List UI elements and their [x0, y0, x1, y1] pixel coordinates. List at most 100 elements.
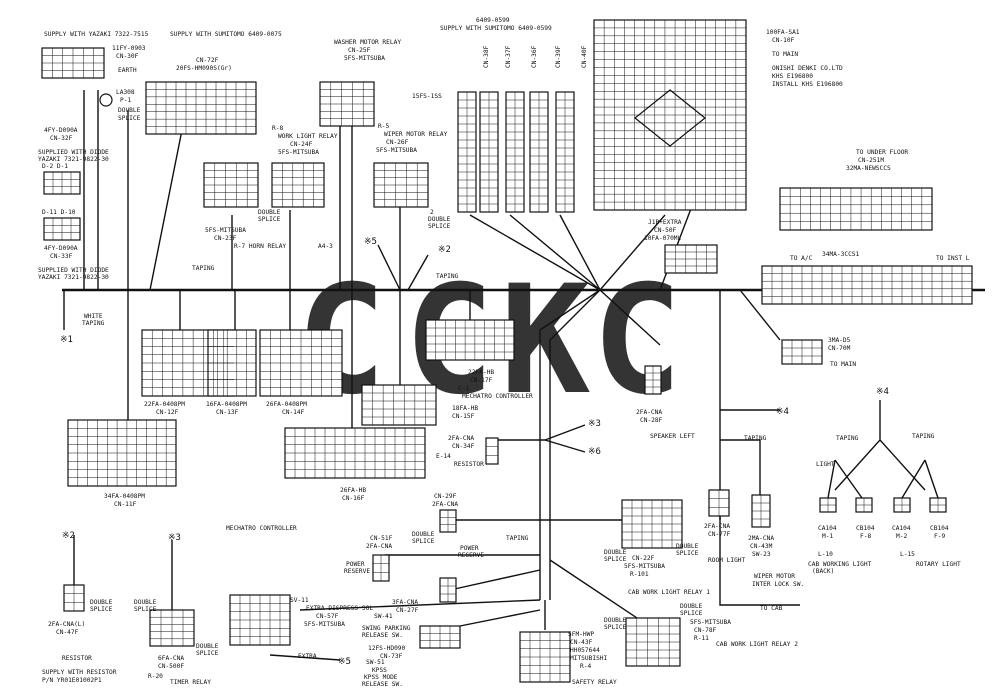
- label-cn28f: CN-28F: [640, 417, 663, 424]
- label-r5: R-5: [378, 123, 389, 130]
- label-double-splice-5b: SPLICE: [676, 550, 699, 557]
- label-ref6: ※6: [588, 447, 601, 457]
- label-install-khs: INSTALL KHS E196800: [772, 81, 843, 88]
- label-double-splice-11: DOUBLE: [196, 643, 219, 650]
- label-cn73f: CN-73F: [380, 653, 403, 660]
- label-to-cab: TO CAB: [760, 605, 783, 612]
- label-safety-relay: SAFETY RELAY: [572, 679, 617, 686]
- label-to-ac: TO A/C: [790, 255, 813, 262]
- label-taping-6: TAPING: [506, 535, 529, 542]
- label-sv11: SV-11: [290, 597, 309, 604]
- wire-cn43m: [720, 439, 761, 495]
- label-cn32f-part: 4FY-D090A: [44, 127, 78, 134]
- label-hh: HH057644: [570, 647, 600, 654]
- label-cn40f: CN-40F: [581, 45, 588, 68]
- label-work-light-relay: WORK LIGHT RELAY: [278, 133, 338, 140]
- label-cn24f-part: 5FS-MITSUBA: [278, 149, 319, 156]
- label-cn22f-part: 5FS-MITSUBA: [624, 563, 665, 570]
- label-double-splice-2b: SPLICE: [258, 216, 281, 223]
- label-cn50f-part: 10FA-070ML: [644, 235, 682, 242]
- label-double-splice-4: DOUBLE: [604, 549, 627, 556]
- label-cn11f-part: 34FA-0408PM: [104, 493, 145, 500]
- label-sw41: SW-41: [374, 613, 393, 620]
- label-ref4b: ※4: [876, 387, 889, 397]
- label-double-splice-3c: SPLICE: [428, 223, 451, 230]
- label-r20: R-20: [148, 673, 163, 680]
- label-cn15f-part: 18FA-HB: [452, 405, 478, 412]
- label-double-splice-11b: SPLICE: [196, 650, 219, 657]
- label-cn57f: CN-57F: [316, 613, 339, 620]
- label-cn17f: CN-17F: [470, 377, 493, 384]
- label-a4-3: A4-3: [318, 243, 333, 250]
- label-double-splice-8: DOUBLE: [412, 531, 435, 538]
- wire-cab-lights: [834, 400, 926, 491]
- label-double-splice-2: DOUBLE: [258, 209, 281, 216]
- label-m1: M-1: [822, 533, 833, 540]
- label-cn78f: CN-78F: [694, 627, 717, 634]
- label-cn70m: CN-70M: [828, 345, 851, 352]
- label-cn26f-part: 5FS-MITSUBA: [376, 147, 417, 154]
- wire-down-2: [549, 289, 601, 600]
- label-cn25f: CN-25F: [348, 47, 371, 54]
- label-wiper-interlock: WIPER MOTOR: [754, 573, 795, 580]
- label-room-light: ROOM LIGHT: [708, 557, 746, 564]
- label-cn73f-part: 12FS-HD090: [368, 645, 406, 652]
- label-to-main-1: TO MAIN: [772, 51, 798, 58]
- wire-cn72f: [149, 129, 183, 291]
- label-r4: R-4: [580, 663, 591, 670]
- splice-p1: [99, 93, 113, 107]
- label-taping-2: TAPING: [436, 273, 459, 280]
- label-double-splice-3b: DOUBLE: [428, 216, 451, 223]
- label-cn28f-part: 2FA-CNA: [636, 409, 662, 416]
- label-cn51f-part: 2FA-CNA: [366, 543, 392, 550]
- label-resistor-2: RESISTOR: [62, 655, 92, 662]
- label-cn15f: CN-15F: [452, 413, 475, 420]
- wire-speaker: [599, 289, 661, 346]
- label-l15: L-15: [900, 551, 915, 558]
- connector-cn15f: [361, 384, 437, 426]
- label-light: LIGHT: [816, 461, 835, 468]
- label-supply-diode-b: SUPPLIED WITH DIODE: [38, 267, 109, 274]
- label-cn10f-part: 100FA-SA1: [766, 29, 800, 36]
- label-ref5: ※5: [364, 237, 377, 247]
- label-ref4a: ※4: [776, 407, 789, 417]
- label-wiper-relay: WIPER MOTOR RELAY: [384, 131, 448, 138]
- label-cab-working-light: CAB WORKING LIGHT: [808, 561, 872, 568]
- label-speaker-left: SPEAKER LEFT: [650, 433, 695, 440]
- label-sumitomo-top2: SUPPLY WITH SUMITOMO 6409-0599: [440, 25, 552, 32]
- label-cn13f: CN-13F: [216, 409, 239, 416]
- label-r101: R-101: [630, 571, 649, 578]
- label-cn14f-part: 26FA-0408PM: [266, 401, 307, 408]
- connector-cn251m: [779, 187, 933, 231]
- label-cn33f-part: 4FY-D090A: [44, 245, 78, 252]
- label-earth: EARTH: [118, 67, 137, 74]
- label-cn43f: CN-43F: [570, 639, 593, 646]
- wire-right-branch-2: [739, 289, 781, 341]
- label-sumitomo-top: 6409-0599: [476, 17, 510, 24]
- label-double-splice-10b: SPLICE: [134, 606, 157, 613]
- label-white-taping-2: TAPING: [82, 320, 105, 327]
- label-cn77f-part: 2FA-CNA: [704, 523, 730, 530]
- wire-down-main: [539, 289, 601, 600]
- label-ca104-m1: CA104: [818, 525, 837, 532]
- connector-34ma: [761, 265, 973, 305]
- label-extra-dispress: EXTRA DISPRESS SOL: [306, 605, 373, 612]
- label-ref3a: ※3: [588, 419, 601, 429]
- label-cb104-f9: CB104: [930, 525, 949, 532]
- label-pn: P/N YR01E01002P1: [42, 677, 102, 684]
- label-double-splice-8b: SPLICE: [412, 538, 435, 545]
- label-double-splice-9b: SPLICE: [90, 606, 113, 613]
- label-cn500f-part: 6FA-CNA: [158, 655, 184, 662]
- label-f8: F-8: [860, 533, 871, 540]
- label-supply-diode-a: SUPPLIED WITH DIODE: [38, 149, 109, 156]
- label-white-taping: WHITE: [84, 313, 103, 320]
- label-power-reserve-1b: RESERVE: [458, 552, 484, 559]
- label-onishi: ONISHI DENKI CO.LTD: [772, 65, 843, 72]
- wire-cn57f: [299, 599, 541, 611]
- label-double-splice-1: DOUBLE: [118, 107, 141, 114]
- label-taping-5: TAPING: [912, 433, 935, 440]
- wire-cn27f: [449, 569, 541, 591]
- watermark-letter-4: C: [592, 254, 682, 428]
- label-la308: LA308: [116, 89, 135, 96]
